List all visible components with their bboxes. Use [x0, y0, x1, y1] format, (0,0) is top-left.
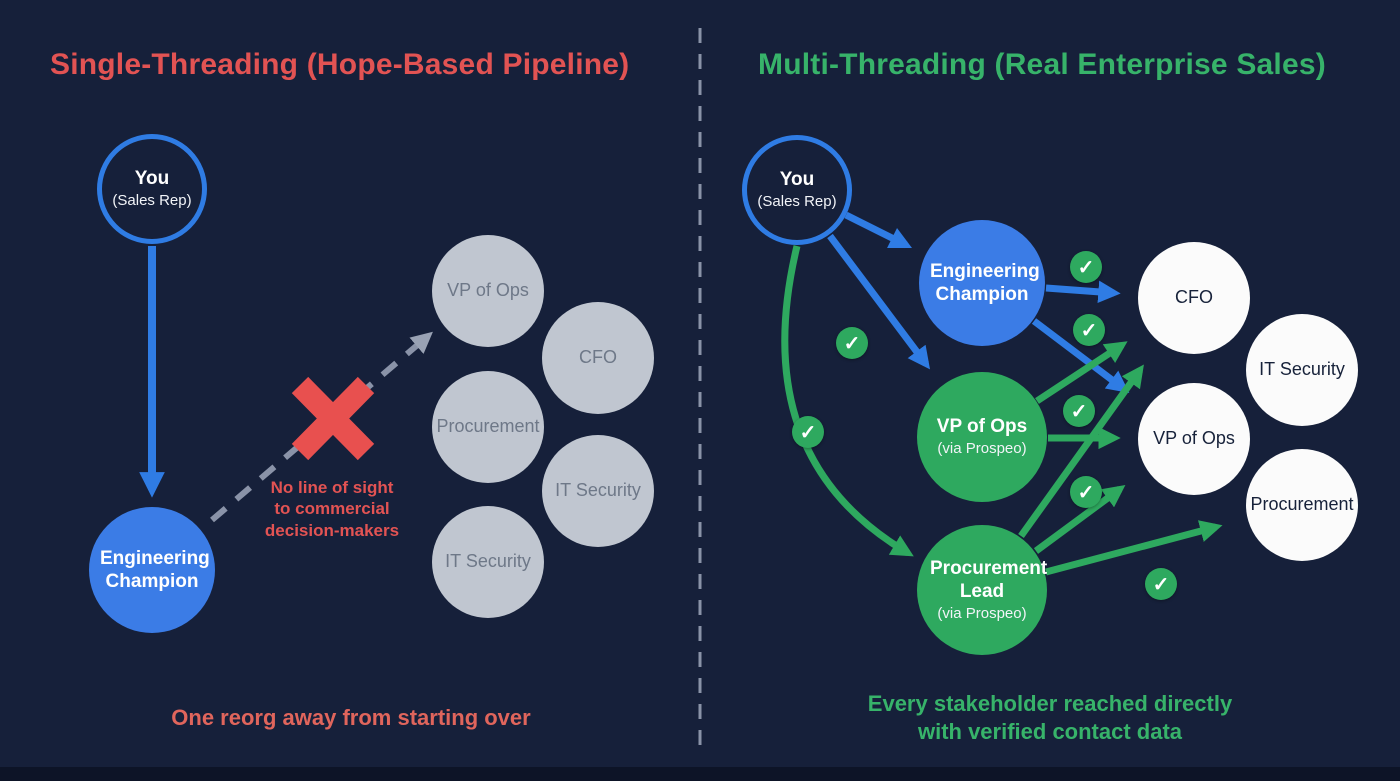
node-vp-of-ops-green: VP of Ops (via Prospeo) [917, 372, 1047, 502]
node-label: You [779, 169, 815, 191]
node-procurement-white: Procurement [1246, 449, 1358, 561]
node-it-security-white: IT Security [1246, 314, 1358, 426]
node-it-security-gray-1: IT Security [542, 435, 654, 547]
arrow-you-to-vp-ops-green [827, 233, 931, 370]
arrow-vp-ops-to-cfo [1035, 341, 1128, 404]
node-engineering-champion-right: Engineering Champion [919, 220, 1045, 346]
node-sublabel: (via Prospeo) [937, 440, 1027, 458]
node-you-right: You (Sales Rep) [742, 135, 852, 245]
node-vp-of-ops-white: VP of Ops [1138, 383, 1250, 495]
node-vp-of-ops-gray: VP of Ops [432, 235, 544, 347]
node-label: VP of Ops [447, 280, 529, 301]
node-label: CFO [1175, 287, 1213, 308]
check-icon: ✓ [1073, 314, 1105, 346]
node-label: CFO [579, 347, 617, 368]
check-icon: ✓ [1145, 568, 1177, 600]
check-icon: ✓ [1070, 251, 1102, 283]
arrow-procurement-lead-to-cfo [1018, 364, 1144, 539]
arrow-procurement-lead-to-procurement [1045, 520, 1223, 576]
right-caption: Every stakeholder reached directly with … [867, 691, 1233, 745]
x-icon [291, 376, 375, 461]
node-sublabel: (Sales Rep) [112, 192, 192, 210]
bottom-shade [0, 767, 1400, 781]
arrow-champion-to-cfo [1045, 280, 1121, 304]
node-label: Procurement Lead [930, 557, 1048, 602]
node-cfo-gray: CFO [542, 302, 654, 414]
node-label: Procurement [436, 416, 540, 437]
node-label: IT Security [555, 480, 641, 501]
node-label: Engineering Champion [100, 547, 210, 592]
node-label: You [134, 168, 170, 190]
node-sublabel: (Sales Rep) [757, 193, 837, 211]
left-panel-title: Single-Threading (Hope-Based Pipeline) [50, 48, 630, 81]
arrow-you-to-champion-right [844, 211, 913, 249]
node-procurement-gray: Procurement [432, 371, 544, 483]
node-engineering-champion-left: Engineering Champion [89, 507, 215, 633]
node-you-left: You (Sales Rep) [97, 134, 207, 244]
node-cfo-white: CFO [1138, 242, 1250, 354]
arrow-champion-to-vp-ops-white [1031, 318, 1130, 394]
no-line-of-sight-note: No line of sight to commercial decision-… [264, 478, 400, 540]
node-sublabel: (via Prospeo) [937, 605, 1027, 623]
check-icon: ✓ [1070, 476, 1102, 508]
check-icon: ✓ [1063, 395, 1095, 427]
check-icon: ✓ [792, 416, 824, 448]
arrow-you-to-procurement-lead [781, 245, 914, 557]
right-panel-title: Multi-Threading (Real Enterprise Sales) [758, 48, 1326, 81]
check-icon: ✓ [836, 327, 868, 359]
node-label: VP of Ops [936, 416, 1028, 438]
node-label: IT Security [1259, 359, 1345, 380]
node-it-security-gray-2: IT Security [432, 506, 544, 618]
node-label: VP of Ops [1153, 428, 1235, 449]
left-caption: One reorg away from starting over [171, 705, 531, 730]
node-procurement-lead-green: Procurement Lead (via Prospeo) [917, 525, 1047, 655]
node-label: Engineering Champion [930, 260, 1040, 305]
node-label: Procurement [1250, 494, 1354, 515]
node-label: IT Security [445, 551, 531, 572]
arrow-procurement-lead-to-vp-ops-white [1033, 485, 1126, 554]
